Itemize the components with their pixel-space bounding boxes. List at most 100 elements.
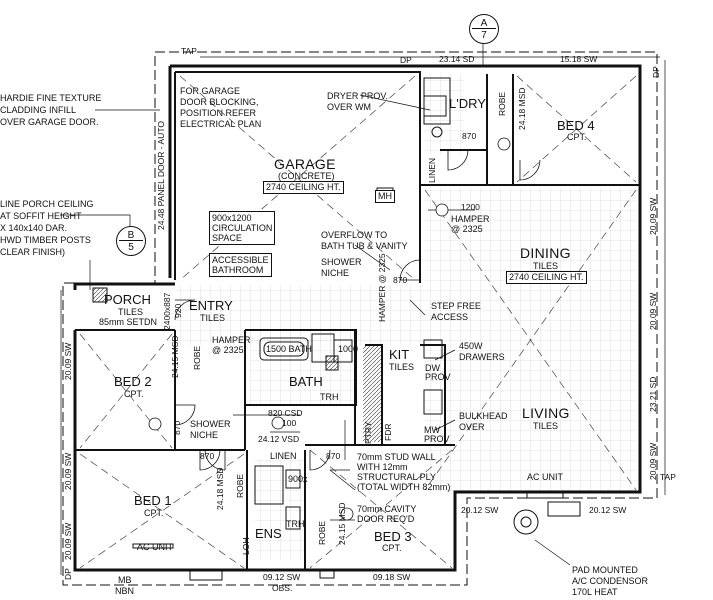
room-bath: BATH xyxy=(289,374,323,389)
dimension-lines xyxy=(60,30,666,575)
room-porch: PORCH xyxy=(104,292,151,307)
dryer-note: DRYER PROV.OVER WM xyxy=(327,91,389,112)
trh-bath: TRH xyxy=(320,392,339,402)
room-entry-sub: TILES xyxy=(200,313,226,323)
linen-ens: LINEN xyxy=(270,451,297,461)
dim-870-ldry: 870 xyxy=(462,131,477,141)
dim-870-bed2-door: 870 xyxy=(172,420,182,435)
trh-ens: TRH xyxy=(286,519,305,529)
section-marker-a: A 7 xyxy=(469,14,499,44)
room-dining: DINING xyxy=(520,245,571,261)
ac-unit-living: AC UNIT xyxy=(527,472,563,482)
section-marker-b: B 5 xyxy=(116,226,146,256)
ptry-label: PTRY xyxy=(363,421,373,444)
bath-shower-size: 1000 xyxy=(338,344,359,354)
dim-20-09-right-a: 20.09 SW xyxy=(648,197,658,235)
room-bed4-sub: CPT. xyxy=(567,132,587,142)
dim-24-18-msd-ldry: 24.18 MSD xyxy=(517,87,527,130)
dp-top: DP xyxy=(400,55,412,65)
room-dining-sub: TILES xyxy=(533,261,559,271)
room-living-sub: TILES xyxy=(533,421,559,431)
room-bed4: BED 4 xyxy=(557,118,595,133)
room-bed1: BED 1 xyxy=(134,493,172,508)
dim-20-12-a: 20.12 SW xyxy=(461,505,499,515)
room-bed2: BED 2 xyxy=(114,374,152,389)
dim-1200: 1200 xyxy=(461,202,480,212)
ens-shower-size: 900x xyxy=(288,474,308,484)
dim-2400x887: 2400x887 xyxy=(162,292,172,330)
room-bed3: BED 3 xyxy=(374,529,412,544)
room-garage-ceiling: 2740 CEILING HT. xyxy=(263,181,344,194)
dim-20-09-right-c: 20.09 SW xyxy=(648,442,658,480)
dim-20-09-left-b: 20.09 SW xyxy=(63,452,73,490)
room-porch-setdown: 85mm SETDN xyxy=(99,317,158,327)
robe-bed1: ROBE xyxy=(235,473,245,498)
room-ens: ENS xyxy=(255,526,282,541)
dim-24-48-panel-door: 24.48 PANEL DOOR - AUTO xyxy=(156,121,166,230)
robe-bed3: ROBE xyxy=(317,520,327,545)
dim-20-09-left-a: 20.09 SW xyxy=(63,342,73,380)
dim-20-12-b: 20.12 SW xyxy=(589,505,627,515)
hamper-vertical: HAMPER @ 2325 xyxy=(377,253,387,322)
dim-23-14: 23.14 SD xyxy=(439,54,475,64)
external-walls xyxy=(73,64,642,572)
tap-right: TAP xyxy=(660,472,676,482)
dim-820-csd: 820 CSD xyxy=(268,408,303,418)
fdr-label: FDR xyxy=(383,423,393,441)
dim-20-09-left-c: 20.09 SW xyxy=(63,522,73,560)
room-garage-sub: (CONCRETE) xyxy=(278,171,335,181)
obs-label: OBS. xyxy=(272,583,293,593)
nbn-label: NBN xyxy=(115,586,135,596)
smoke-alarms xyxy=(148,137,511,521)
room-kit: KIT xyxy=(389,347,410,362)
dp-left: DP xyxy=(63,568,73,580)
room-garage: GARAGE xyxy=(274,156,336,172)
bath-tub-label: 1500 BATH xyxy=(266,344,312,354)
room-diagonals xyxy=(79,75,637,569)
tap-top: TAP xyxy=(181,46,197,56)
robe-bed2: ROBE xyxy=(192,345,202,370)
ac-unit-bed1: AC UNIT xyxy=(137,542,173,552)
fixtures xyxy=(92,77,581,581)
dp-right: DP xyxy=(651,66,661,78)
dim-870-bed3: 870 xyxy=(326,451,341,461)
room-bed1-sub: CPT. xyxy=(144,508,164,518)
room-ldry: L'DRY xyxy=(449,96,486,111)
dim-24-15-msd-bed2: 24.15 MSD xyxy=(170,335,180,378)
dim-100: 100 xyxy=(282,418,297,428)
room-porch-sub: TILES xyxy=(118,307,144,317)
dim-24-12-vsd: 24.12 VSD xyxy=(258,434,300,444)
mb-label: MB xyxy=(118,575,132,585)
loh-label: LOH xyxy=(241,537,251,555)
hamper-dining: HAMPER@ 2325 xyxy=(451,214,490,234)
mh-hatch: MH xyxy=(375,190,395,203)
room-living: LIVING xyxy=(522,405,570,421)
room-bed2-sub: CPT. xyxy=(124,389,144,399)
dim-9-12: 09.12 SW xyxy=(263,572,301,582)
dim-20-09-right-b: 20.09 SW xyxy=(648,292,658,330)
dim-870-bed2: 870 xyxy=(200,451,215,461)
dim-24-18-msd-bed1: 24.18 MSD xyxy=(215,467,225,510)
room-dining-ceiling: 2740 CEILING HT. xyxy=(506,271,587,284)
dim-24-15-msd-bed3: 24.15 MSD xyxy=(337,502,347,545)
room-entry: ENTRY xyxy=(189,298,233,313)
internal-walls xyxy=(75,71,640,570)
room-kit-sub: TILES xyxy=(389,362,415,372)
